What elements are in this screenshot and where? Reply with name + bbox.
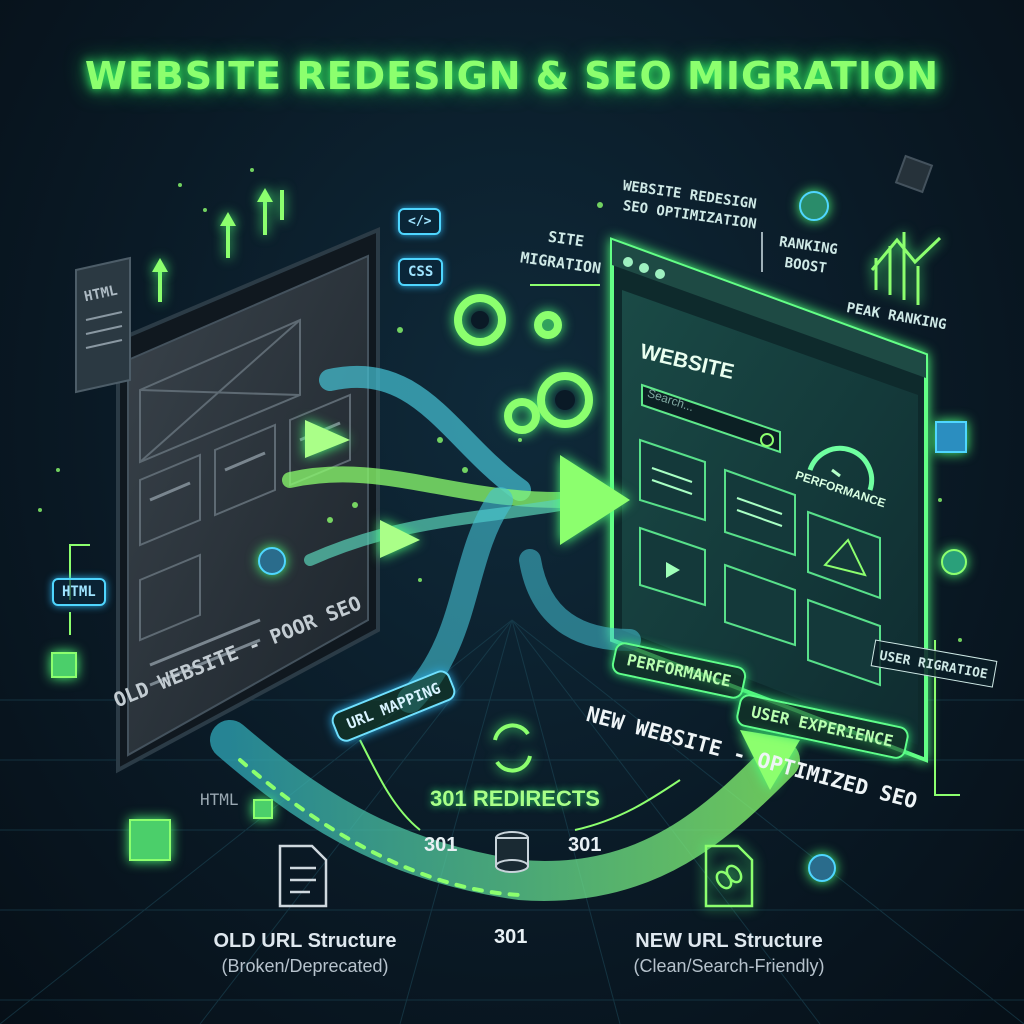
- main-arrow-head: [560, 455, 630, 545]
- redirects-label: 301 REDIRECTS: [430, 786, 600, 811]
- particles: [38, 168, 962, 642]
- new-url-subtitle: (Clean/Search-Friendly): [633, 956, 825, 976]
- cube-icon: [51, 652, 273, 861]
- globe-icon: [258, 191, 967, 882]
- html-document-card: [75, 256, 131, 394]
- bottom-arrow-head: [740, 730, 800, 790]
- redirect-code-right: 301: [568, 834, 602, 856]
- cube-icon-dark: [894, 154, 934, 194]
- code-tag: </>: [398, 208, 442, 235]
- redirect-code-left: 301: [424, 834, 458, 856]
- new-url-title: NEW URL Structure: [635, 930, 823, 952]
- redirect-code-bottom: 301: [494, 926, 528, 948]
- ranking-chart-icon: [870, 232, 942, 305]
- css-tag: CSS: [398, 258, 444, 286]
- old-url-subtitle: (Broken/Deprecated): [221, 956, 389, 976]
- html-tag-side: HTML: [52, 578, 106, 606]
- old-url-document-icon: [278, 844, 328, 908]
- page-title: WEBSITE REDESIGN & SEO MIGRATION: [84, 54, 940, 98]
- html-text-bottom: HTML: [200, 790, 239, 809]
- cube-icon-blue: [935, 421, 967, 453]
- old-url-title: OLD URL Structure: [213, 930, 397, 952]
- growth-arrows-icon: [158, 190, 284, 302]
- new-website-window: [610, 237, 928, 763]
- redirect-cycle-icon: [493, 723, 532, 773]
- old-website-window: [116, 226, 380, 774]
- gear-icon: [454, 294, 593, 434]
- database-icon: [495, 831, 529, 873]
- new-url-document-icon: [704, 844, 754, 908]
